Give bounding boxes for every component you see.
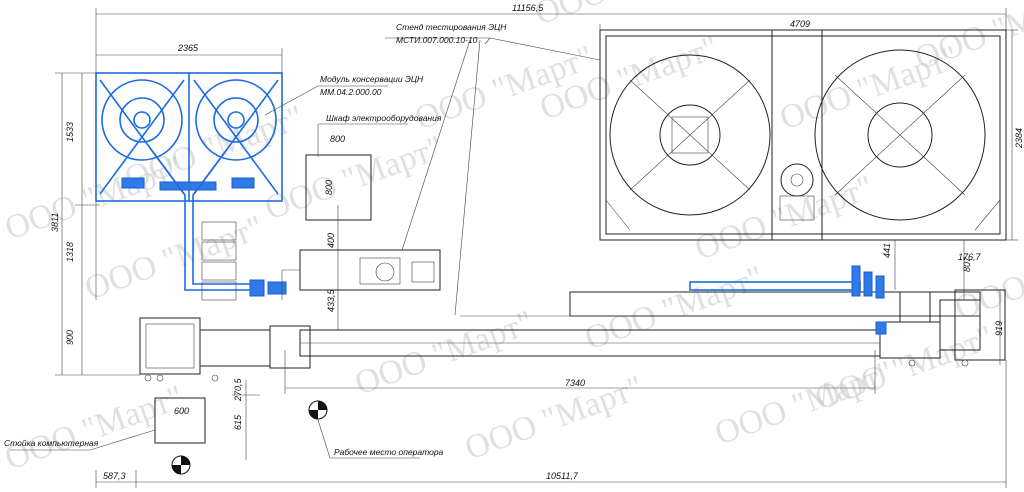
watermark-text: ООО "Март" bbox=[810, 319, 998, 418]
labels: Стенд тестирования ЭЦН МСТИ.007.000.10-1… bbox=[4, 22, 507, 457]
dim-left-mid: 1318 bbox=[65, 242, 75, 262]
dim-v2705: 270,5 bbox=[233, 377, 243, 402]
test-stand bbox=[599, 29, 1007, 241]
computer-console bbox=[154, 397, 206, 444]
dim-overall-width: 11156,5 bbox=[512, 3, 544, 13]
dim-bottom-left: 587,3 bbox=[103, 471, 126, 481]
dim-stand-height: 2384 bbox=[1014, 128, 1024, 149]
dim-gap-441: 441 bbox=[882, 243, 892, 258]
dim-track-length: 7340 bbox=[565, 378, 585, 388]
dim-bottom-total: 10511,7 bbox=[546, 471, 579, 481]
conservation-module bbox=[95, 72, 287, 297]
dim-right-offset: 176,7 bbox=[958, 252, 982, 262]
watermark-text: ООО "Март" bbox=[910, 0, 1024, 78]
watermark-text: ООО "Март" bbox=[530, 0, 718, 33]
operator-markers bbox=[171, 400, 328, 475]
watermark-text: ООО "Март" bbox=[690, 169, 878, 268]
stand-name-label: Стенд тестирования ЭЦН bbox=[396, 22, 507, 32]
dim-console-width: 600 bbox=[174, 406, 189, 416]
watermark-layer: ООО "Март"ООО "Март"ООО "Март"ООО "Март"… bbox=[0, 0, 1024, 478]
watermark-text: ООО "Март" bbox=[460, 369, 648, 468]
console-label: Стойка компьютерная bbox=[4, 438, 99, 448]
dim-stand-width: 4709 bbox=[790, 19, 810, 29]
dimension-lines bbox=[55, 8, 1018, 488]
dim-cabinet-width: 800 bbox=[330, 134, 345, 144]
blue-feed-unit bbox=[689, 265, 887, 335]
cabinet-label: Шкаф электрооборудования bbox=[326, 113, 442, 123]
stacked-units bbox=[201, 221, 237, 301]
module-code-label: ММ.04.2.000.00 bbox=[320, 87, 382, 97]
watermark-text: ООО "Март" bbox=[0, 379, 188, 478]
operator-label: Рабочее место оператора bbox=[334, 447, 444, 457]
dim-right-end: 919 bbox=[994, 321, 1004, 336]
dim-cabinet-height: 800 bbox=[324, 180, 334, 195]
watermark-text: ООО "Март" bbox=[950, 229, 1024, 328]
dim-v400: 400 bbox=[326, 233, 336, 248]
watermark-text: ООО "Март" bbox=[260, 129, 448, 228]
dim-module-height: 1533 bbox=[65, 122, 75, 142]
equipment-cabinet bbox=[305, 154, 372, 221]
watermark-text: ООО "Март" bbox=[80, 209, 268, 308]
stand-code-label: МСТИ.007.000.10-10 bbox=[396, 35, 478, 45]
dim-stand-offset: 807 bbox=[962, 256, 972, 272]
dim-v615: 615 bbox=[233, 414, 243, 430]
dim-left-bottom: 900 bbox=[65, 330, 75, 345]
conveyor-track bbox=[139, 289, 1006, 382]
dim-module-width: 2365 bbox=[177, 43, 199, 53]
dim-v4335: 433,5 bbox=[326, 288, 336, 312]
dim-left-total: 3811 bbox=[50, 213, 60, 232]
leader-lines bbox=[10, 37, 601, 459]
dimension-texts: 11156,5 2365 4709 800 800 1533 3811 1318… bbox=[50, 3, 1024, 481]
module-name-label: Модуль консервации ЭЦН bbox=[320, 74, 424, 84]
pump-unit bbox=[281, 249, 441, 300]
